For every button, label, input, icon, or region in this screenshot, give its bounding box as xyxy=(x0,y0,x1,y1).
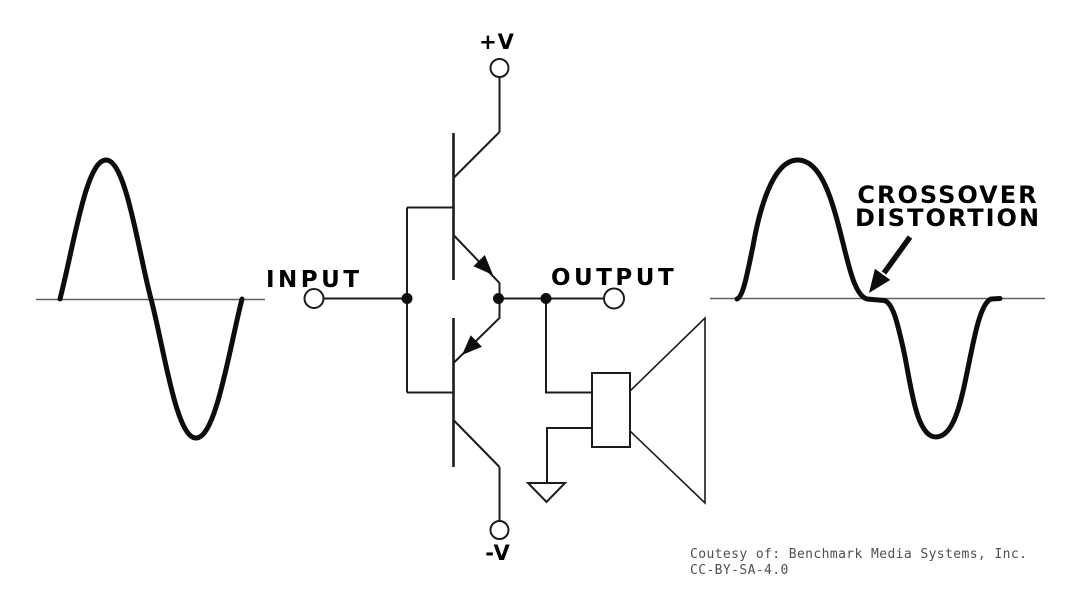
positive-supply-terminal xyxy=(489,58,510,78)
pnp-transistor xyxy=(407,298,501,468)
input-sine-wave xyxy=(57,157,245,441)
ground-icon xyxy=(525,482,568,504)
speaker-lower-wire xyxy=(546,427,592,483)
positive-supply-label: +V xyxy=(479,30,515,54)
output-terminal xyxy=(603,287,625,310)
junction-dot xyxy=(401,293,413,304)
junction-dot xyxy=(493,293,504,304)
annotation-line-2: DISTORTION xyxy=(854,204,1042,232)
crossover-distortion-annotation: CROSSOVER DISTORTION xyxy=(843,181,1053,232)
npn-transistor xyxy=(407,131,501,297)
negative-supply-terminal xyxy=(489,520,510,540)
input-label: INPUT xyxy=(266,267,363,293)
speaker-upper-wire xyxy=(545,298,592,394)
pnp-emitter-arrow-icon xyxy=(462,335,482,355)
credit-text: Coutesy of: Benchmark Media Systems, Inc… xyxy=(690,547,1027,579)
junction-dot xyxy=(540,293,552,304)
credit-line-2: CC-BY-SA-4.0 xyxy=(690,563,789,578)
output-label: OUTPUT xyxy=(551,265,678,291)
speaker-icon xyxy=(591,316,706,505)
npn-emitter-arrow-icon xyxy=(473,255,493,275)
credit-line-1: Coutesy of: Benchmark Media Systems, Inc… xyxy=(690,547,1028,562)
annotation-line-1: CROSSOVER xyxy=(857,181,1039,209)
output-distorted-wave xyxy=(734,157,1003,440)
annotation-arrow xyxy=(869,235,913,293)
input-terminal xyxy=(303,288,325,309)
negative-supply-label: -V xyxy=(485,541,511,565)
